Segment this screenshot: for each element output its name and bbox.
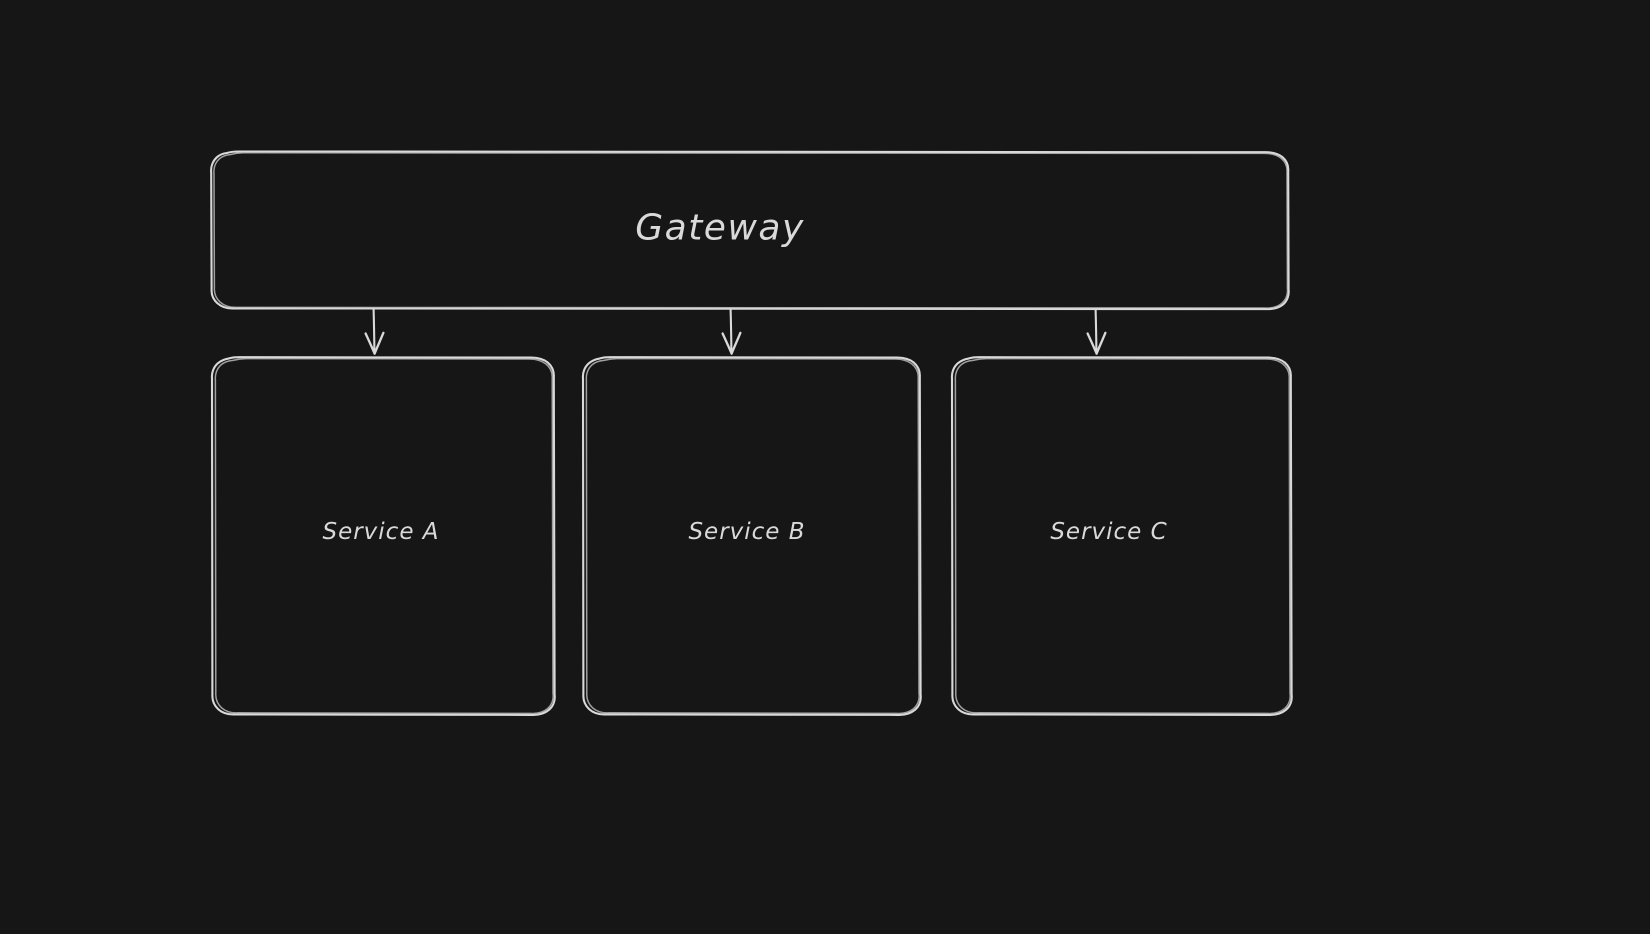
service-b-node[interactable] [583, 357, 922, 715]
service-b-node-label: Service B [688, 519, 806, 545]
gateway-node-shape[interactable] [210, 150, 1290, 311]
service-c-node[interactable] [952, 357, 1293, 715]
service-b-node-shape[interactable] [581, 356, 922, 716]
edge-gateway-to-service-a[interactable] [364, 308, 385, 355]
service-c-node-shape[interactable] [950, 356, 1293, 716]
service-a-node-label: Service A [322, 519, 440, 545]
service-c-node-label: Service C [1050, 519, 1168, 545]
gateway-node[interactable] [210, 152, 1290, 309]
service-a-node[interactable] [212, 357, 556, 715]
service-a-node-shape[interactable] [210, 356, 556, 716]
edge-gateway-to-service-b[interactable] [721, 308, 742, 355]
gateway-node-label: Gateway [635, 207, 805, 249]
edge-gateway-to-service-c[interactable] [1086, 308, 1107, 355]
